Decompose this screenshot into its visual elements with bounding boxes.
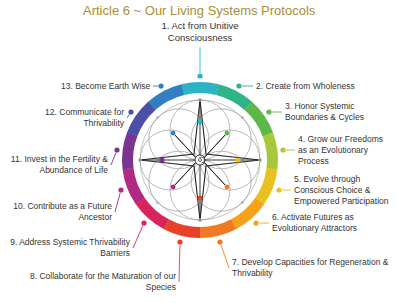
leader-line <box>133 226 143 248</box>
leader-line <box>153 86 158 87</box>
leader-line <box>127 115 129 119</box>
protocol-label: 11. Invest in the Fertility & Abundance … <box>4 154 108 176</box>
leader-line <box>272 112 282 113</box>
diagram-title: Article 6 ~ Our Living Systems Protocols <box>83 3 315 18</box>
leader-line <box>286 150 295 151</box>
protocol-label: 1. Act from Unitive Consciousness <box>148 20 252 44</box>
protocol-label: 8. Collaborate for the Maturation of our… <box>4 271 176 293</box>
leader-line <box>111 153 116 165</box>
protocol-label: 5. Evolve through Conscious Choice & Emp… <box>294 174 394 207</box>
leader-line <box>200 47 201 73</box>
protocol-label: 6. Activate Futures as Evolutionary Attr… <box>272 212 394 234</box>
protocol-label: 3. Honor Systemic Boundaries & Cycles <box>285 101 394 123</box>
protocol-label: 13. Become Earth Wise <box>61 81 150 92</box>
leader-line <box>115 193 120 212</box>
protocol-label: 7. Develop Capacities for Regeneration &… <box>232 257 394 279</box>
leader-line <box>221 245 229 268</box>
protocol-label: 2. Create from Wholeness <box>256 81 355 92</box>
leader-line <box>259 223 269 224</box>
protocol-label: 12. Communicate for Thrivability <box>4 107 124 129</box>
protocol-label: 10. Contribute as a Future Ancestor <box>4 201 112 223</box>
protocol-label: 9. Address Systemic Thrivability Barrier… <box>4 237 130 259</box>
leader-line <box>282 190 291 191</box>
protocol-label: 4. Grow our Freedoms as an Evolutionary … <box>298 134 394 167</box>
leader-line <box>242 86 253 87</box>
leader-line <box>179 245 181 282</box>
